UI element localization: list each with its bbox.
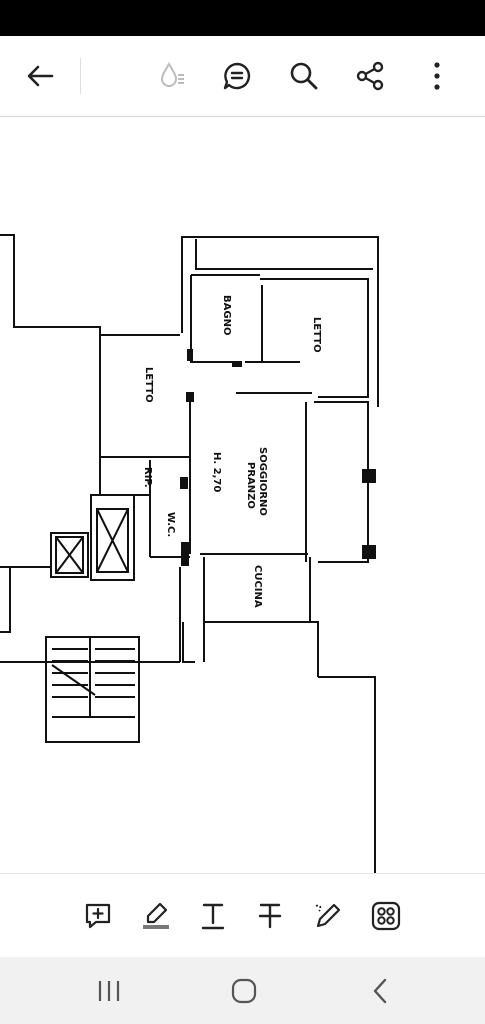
pen-icon[interactable] <box>308 896 348 936</box>
search-icon[interactable] <box>282 54 326 98</box>
toolbar-divider <box>80 58 81 94</box>
back-icon[interactable] <box>350 969 410 1013</box>
document-viewer[interactable]: LETTO BAGNO LETTO RIP. H. 2,70 PRANZO SO… <box>0 117 485 873</box>
share-icon[interactable] <box>348 54 392 98</box>
highlighter-icon[interactable] <box>136 896 176 936</box>
grid-icon[interactable] <box>366 896 406 936</box>
home-icon[interactable] <box>214 969 274 1013</box>
room-label-letto-top: LETTO <box>311 317 322 353</box>
room-label-cucina: CUCINA <box>252 565 263 608</box>
recents-icon[interactable] <box>79 969 139 1013</box>
strikethrough-icon[interactable] <box>250 896 290 936</box>
status-bar <box>0 0 485 36</box>
add-comment-icon[interactable] <box>78 896 118 936</box>
room-label-letto-left: LETTO <box>143 367 154 403</box>
room-label-bagno: BAGNO <box>221 295 232 335</box>
room-label-soggiorno: SOGGIORNO <box>257 447 268 516</box>
chat-summary-icon[interactable] <box>215 54 259 98</box>
top-toolbar <box>0 36 485 117</box>
back-arrow-icon[interactable] <box>18 54 62 98</box>
room-label-pranzo: PRANZO <box>245 462 256 509</box>
system-nav-bar <box>0 957 485 1024</box>
floor-plan: LETTO BAGNO LETTO RIP. H. 2,70 PRANZO SO… <box>0 234 379 873</box>
room-label-wc: W.C. <box>165 512 176 537</box>
droplet-icon[interactable] <box>150 54 194 98</box>
annotation-toolbar <box>0 873 485 958</box>
room-label-rip: RIP. <box>142 467 153 488</box>
underline-icon[interactable] <box>193 896 233 936</box>
more-vert-icon[interactable] <box>415 54 459 98</box>
room-label-height: H. 2,70 <box>211 452 222 492</box>
